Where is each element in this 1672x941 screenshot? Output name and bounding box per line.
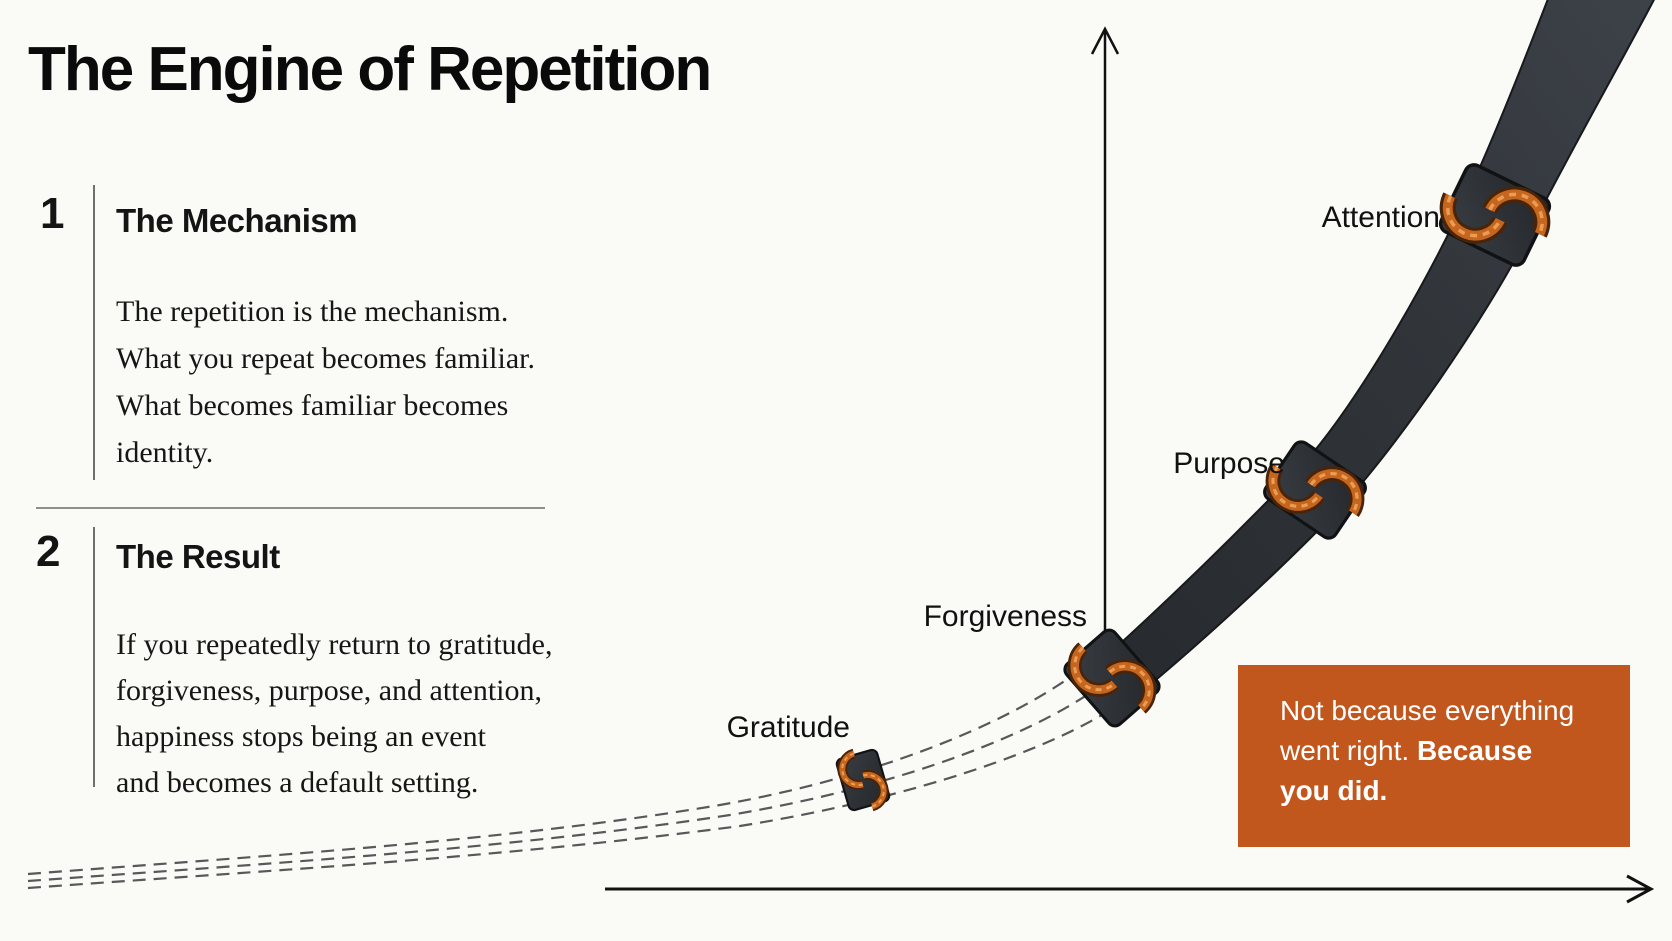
- x-axis-arrow-icon: [1626, 874, 1655, 904]
- dashed-track: [27, 661, 1111, 890]
- section-body-line: and becomes a default setting.: [116, 766, 479, 799]
- track-dashed-rail: [27, 709, 1111, 890]
- section-body-line: forgiveness, purpose, and attention,: [116, 674, 543, 707]
- section-divider: [36, 507, 545, 509]
- y-axis-arrow-icon: [1090, 26, 1120, 55]
- milestone-label-purpose: Purpose: [1173, 447, 1285, 480]
- section-body-line: identity.: [116, 436, 214, 469]
- section-body-line: The repetition is the mechanism.: [116, 295, 509, 328]
- coupling-marker-gratitude: [835, 748, 891, 812]
- section-1-body: The repetition is the mechanism. What yo…: [116, 288, 535, 476]
- x-axis: [605, 874, 1655, 904]
- section-2-rule: [93, 527, 95, 787]
- section-body-line: What you repeat becomes familiar.: [116, 342, 535, 375]
- track-dashed-rail: [27, 661, 1091, 876]
- section-1-heading: The Mechanism: [116, 202, 358, 239]
- milestone-label-gratitude: Gratitude: [727, 711, 850, 744]
- section-body-line: What becomes familiar becomes: [116, 389, 509, 422]
- coupling-marker-forgiveness: [1063, 628, 1161, 728]
- section-2-heading: The Result: [116, 538, 280, 575]
- coupling-marker-attention: [1438, 163, 1552, 267]
- coupling-marker-purpose: [1263, 440, 1367, 540]
- section-body-line: happiness stops being an event: [116, 720, 486, 753]
- callout-text-regular: Not because everything went right.: [1280, 695, 1575, 766]
- callout-box: Not because everything went right. Becau…: [1238, 665, 1630, 847]
- y-axis: [1090, 26, 1120, 690]
- growth-band: [1079, 0, 1655, 717]
- milestone-label-forgiveness: Forgiveness: [924, 600, 1087, 633]
- section-1-number: 1: [40, 189, 65, 238]
- milestone-label-attention: Attention: [1322, 201, 1440, 234]
- page-title: The Engine of Repetition: [28, 35, 712, 104]
- section-2-number: 2: [36, 527, 61, 576]
- section-1-rule: [93, 185, 95, 480]
- callout-text-bold: Because you did.: [1280, 735, 1533, 806]
- section-2-body: If you repeatedly return to gratitude, f…: [116, 622, 553, 806]
- callout-text: Not because everything went right. Becau…: [1280, 691, 1588, 811]
- section-body-line: If you repeatedly return to gratitude,: [116, 628, 553, 661]
- track-dashed-rail: [27, 685, 1101, 883]
